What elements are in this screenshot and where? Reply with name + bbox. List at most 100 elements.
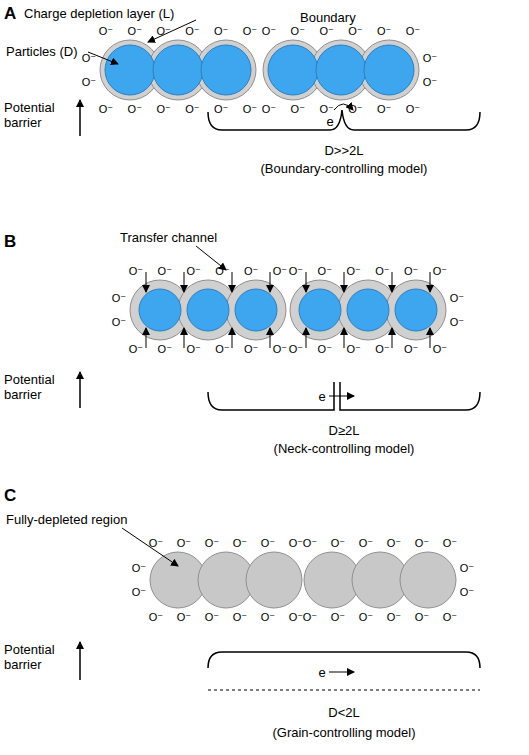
charge-symbol: O⁻ (319, 103, 333, 115)
charge-symbol: O⁻ (375, 343, 389, 355)
charge-symbol: O⁻ (415, 537, 429, 549)
electron-symbol: e (326, 114, 333, 129)
charge-symbol: O⁻ (244, 343, 258, 355)
charge-symbol: O⁻ (273, 265, 287, 277)
charge-symbol: O⁻ (303, 537, 317, 549)
charge-symbol: O⁻ (128, 103, 142, 115)
axis-arrow (79, 642, 81, 680)
charge-symbol: O⁻ (243, 103, 257, 115)
charge-symbol: O⁻ (215, 343, 229, 355)
callout-label: Charge depletion layer (L) (24, 6, 174, 21)
charge-symbol: O⁻ (289, 611, 303, 623)
barrier-profile (208, 652, 480, 668)
panel-letter: A (4, 4, 16, 23)
charge-symbol: O⁻ (359, 611, 373, 623)
charge-symbol: O⁻ (185, 103, 199, 115)
charge-symbol: O⁻ (387, 537, 401, 549)
charge-symbol: O⁻ (185, 25, 199, 37)
panel-letter: B (4, 232, 16, 251)
charge-symbol: O⁻ (214, 25, 228, 37)
charge-symbol: O⁻ (82, 52, 96, 64)
charge-symbol: O⁻ (132, 562, 146, 574)
charge-symbol: O⁻ (112, 292, 126, 304)
charge-symbol: O⁻ (177, 611, 191, 623)
charge-symbol: O⁻ (406, 25, 420, 37)
axis-label: Potential barrier (4, 642, 70, 672)
charge-symbol: O⁻ (404, 265, 418, 277)
charge-symbol: O⁻ (99, 25, 113, 37)
charge-symbol: O⁻ (450, 292, 464, 304)
drift-arrow (329, 672, 354, 673)
charge-symbol: O⁻ (460, 562, 474, 574)
charge-symbol: O⁻ (112, 316, 126, 328)
charge-symbol: O⁻ (233, 611, 247, 623)
charge-symbol: O⁻ (243, 25, 257, 37)
model-name: (Neck-controlling model) (274, 441, 415, 456)
charge-symbol: O⁻ (460, 586, 474, 598)
charge-symbol: O⁻ (289, 343, 303, 355)
charge-symbol: O⁻ (273, 343, 287, 355)
charge-symbol: O⁻ (262, 25, 276, 37)
callout-label: Transfer channel (120, 230, 217, 245)
callout-label: Fully-depleted region (6, 512, 127, 527)
charge-symbol: O⁻ (291, 103, 305, 115)
model-name: (Grain-controlling model) (272, 725, 415, 740)
electron-symbol: e (318, 389, 325, 404)
particle-core (139, 289, 437, 331)
charge-symbol: O⁻ (186, 343, 200, 355)
axis-arrow (79, 372, 81, 408)
charge-symbol: O⁻ (99, 103, 113, 115)
charge-symbol: O⁻ (149, 537, 163, 549)
charge-symbol: O⁻ (205, 537, 219, 549)
charge-symbol: O⁻ (387, 611, 401, 623)
charge-symbol: O⁻ (318, 265, 332, 277)
charge-symbol: O⁻ (214, 103, 228, 115)
charge-symbol: O⁻ (82, 76, 96, 88)
charge-symbol: O⁻ (289, 537, 303, 549)
condition-label: D<2L (328, 705, 359, 720)
charge-symbol: O⁻ (319, 25, 333, 37)
charge-symbol: O⁻ (346, 343, 360, 355)
charge-symbol: O⁻ (156, 25, 170, 37)
axis-label: Potential barrier (4, 100, 70, 130)
charge-symbol: O⁻ (375, 265, 389, 277)
charge-symbol: O⁻ (450, 316, 464, 328)
axis-arrow (79, 100, 81, 136)
charge-symbol: O⁻ (149, 611, 163, 623)
charge-symbol: O⁻ (443, 611, 457, 623)
condition-label: D≥2L (329, 423, 360, 438)
model-name: (Boundary-controlling model) (261, 161, 428, 176)
charge-symbol: O⁻ (158, 265, 172, 277)
leader-line (122, 528, 178, 566)
charge-symbol: O⁻ (423, 76, 437, 88)
barrier-profile (208, 382, 480, 410)
charge-symbol: O⁻ (359, 537, 373, 549)
depleted-grain (150, 552, 456, 608)
charge-symbol: O⁻ (129, 265, 143, 277)
charge-symbol: O⁻ (186, 265, 200, 277)
callout-label: Particles (D) (6, 44, 78, 59)
charge-symbol: O⁻ (331, 537, 345, 549)
charge-symbol: O⁻ (346, 265, 360, 277)
charge-symbol: O⁻ (291, 25, 305, 37)
conduction-level (208, 690, 480, 691)
charge-symbol: O⁻ (262, 103, 276, 115)
transfer-channel-arrow (146, 272, 430, 348)
axis-label: Potential barrier (4, 372, 70, 402)
electron-symbol: e (318, 665, 325, 680)
charge-symbol: O⁻ (377, 103, 391, 115)
depletion-shell (100, 40, 419, 100)
charge-symbol: O⁻ (205, 611, 219, 623)
charge-symbol: O⁻ (433, 343, 447, 355)
charge-symbol: O⁻ (303, 611, 317, 623)
charge-symbol: O⁻ (348, 103, 362, 115)
charge-symbol: O⁻ (177, 537, 191, 549)
condition-label: D>>2L (324, 143, 363, 158)
panel-letter: C (4, 486, 16, 505)
depletion-shell (130, 280, 446, 340)
charge-symbol: O⁻ (415, 611, 429, 623)
charge-symbol: O⁻ (261, 611, 275, 623)
charge-symbol: O⁻ (443, 537, 457, 549)
charge-symbol: O⁻ (406, 103, 420, 115)
